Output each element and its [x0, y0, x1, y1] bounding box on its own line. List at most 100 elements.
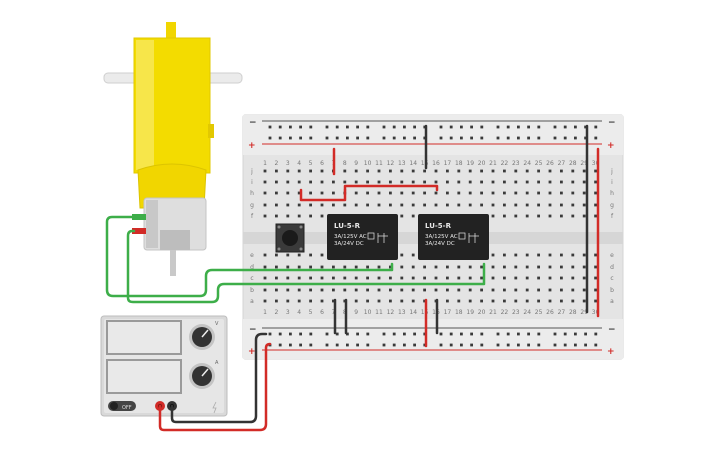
relay-2[interactable]: LU-5-R 3A/125V AC 3A/24V DC	[418, 214, 489, 260]
breadboard-hole	[560, 191, 563, 195]
breadboard-hole	[389, 288, 392, 292]
column-number: 10	[364, 160, 372, 167]
push-button[interactable]	[275, 223, 305, 253]
breadboard-hole	[354, 180, 358, 184]
relay-2-model: LU-5-R	[425, 222, 452, 230]
row-letter: a	[250, 298, 254, 305]
breadboard-hole	[594, 253, 597, 257]
relay-1-rating-ac: 3A/125V AC	[334, 234, 367, 240]
dc-gear-motor[interactable]	[103, 22, 243, 276]
rail-hole	[496, 136, 500, 140]
column-number: 27	[558, 160, 566, 167]
breadboard-hole	[594, 276, 597, 280]
rail-hole	[268, 136, 272, 140]
breadboard-hole	[400, 265, 404, 269]
breadboard-hole	[275, 169, 278, 173]
breadboard-hole	[457, 265, 461, 269]
rail-hole	[356, 343, 359, 347]
breadboard-hole	[400, 276, 404, 280]
relay-1[interactable]: LU-5-R 3A/125V AC 3A/24V DC	[327, 214, 398, 260]
rail-hole	[553, 332, 557, 336]
rail-hole	[392, 343, 396, 347]
breadboard-hole	[480, 180, 483, 184]
breadboard-hole	[446, 191, 449, 195]
breadboard-hole	[423, 299, 426, 303]
breadboard-hole	[377, 169, 381, 173]
breadboard-hole	[503, 180, 506, 184]
rail-minus-label-tl: −	[249, 118, 257, 128]
breadboard-hole	[491, 265, 495, 269]
breadboard-hole	[571, 276, 575, 280]
breadboard-hole	[457, 276, 461, 280]
rail-hole	[299, 136, 302, 140]
breadboard-hole	[332, 203, 335, 207]
relay-2-rating-ac: 3A/125V AC	[425, 234, 458, 240]
breadboard-hole	[423, 265, 426, 269]
breadboard-hole	[514, 253, 518, 257]
breadboard-hole	[389, 203, 392, 207]
breadboard-hole	[468, 265, 472, 269]
breadboard-hole	[457, 288, 461, 292]
breadboard-hole	[400, 253, 404, 257]
rail-hole	[392, 332, 396, 336]
rail-plus-label-tr: +	[607, 141, 615, 151]
current-knob-label: A	[215, 360, 219, 366]
rail-hole	[439, 332, 443, 336]
wire-green-motor-1	[105, 215, 394, 298]
rail-hole	[346, 343, 349, 347]
column-number: 20	[478, 160, 486, 167]
breadboard-hole	[548, 265, 552, 269]
column-number: 28	[569, 160, 577, 167]
motor-rear-shaft	[170, 250, 176, 276]
breadboard-hole	[548, 203, 552, 207]
row-letter: a	[610, 298, 614, 305]
rail-hole	[382, 343, 386, 347]
breadboard-hole	[354, 276, 358, 280]
breadboard-hole	[354, 169, 358, 173]
rail-hole	[553, 125, 557, 129]
breadboard-hole	[446, 169, 449, 173]
breadboard-hole	[343, 169, 347, 173]
breadboard-hole	[491, 214, 495, 218]
breadboard-hole	[263, 214, 267, 218]
breadboard-hole	[309, 191, 312, 195]
breadboard-hole	[571, 288, 575, 292]
breadboard-hole	[411, 180, 415, 184]
breadboard-hole	[434, 276, 438, 280]
breadboard-hole	[400, 191, 404, 195]
rail-hole	[325, 136, 329, 140]
breadboard-hole	[354, 191, 358, 195]
rail-hole	[449, 332, 453, 336]
relay-1-rating-dc: 3A/24V DC	[334, 241, 364, 247]
breadboard-hole	[377, 276, 381, 280]
breadboard-hole	[332, 276, 335, 280]
power-switch-label: OFF	[122, 405, 132, 411]
breadboard-hole	[423, 180, 426, 184]
breadboard-hole	[514, 276, 518, 280]
rail-hole	[299, 343, 302, 347]
rail-hole	[392, 136, 396, 140]
row-letter: c	[250, 275, 253, 282]
breadboard-hole	[411, 214, 415, 218]
row-letter: e	[610, 252, 614, 259]
breadboard-hole	[320, 265, 324, 269]
row-letter: g	[250, 202, 254, 209]
breadboard-hole	[537, 214, 540, 218]
column-number: 4	[297, 309, 301, 316]
column-number: 25	[535, 309, 543, 316]
rail-hole	[563, 136, 567, 140]
lightning-icon	[212, 401, 217, 414]
rail-hole	[517, 136, 520, 140]
rail-hole	[449, 136, 453, 140]
power-supply[interactable]: V A OFF	[100, 315, 228, 417]
breadboard-hole	[594, 265, 597, 269]
breadboard-hole	[297, 299, 301, 303]
breadboard-hole	[343, 203, 347, 207]
breadboard-hole	[560, 214, 563, 218]
rail-hole	[480, 125, 484, 129]
breadboard-hole	[423, 276, 426, 280]
breadboard-hole	[320, 169, 324, 173]
breadboard-hole	[423, 288, 426, 292]
